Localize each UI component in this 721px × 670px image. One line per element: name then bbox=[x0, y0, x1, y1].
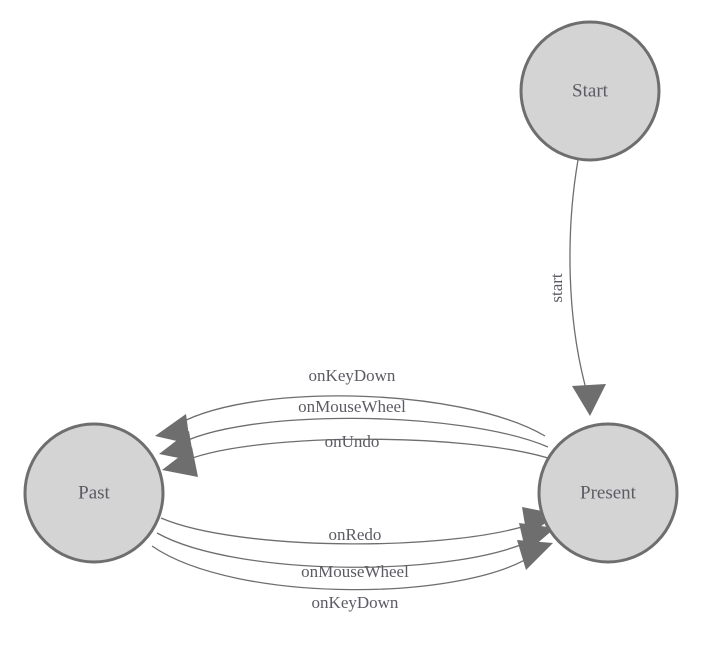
edge-label-present-past-3: onUndo bbox=[325, 432, 380, 451]
arrowhead-present-past-1 bbox=[155, 414, 190, 444]
edge-label-past-present-3: onKeyDown bbox=[312, 593, 399, 612]
edge-path-start-present bbox=[569, 159, 589, 397]
node-start-circle bbox=[519, 20, 661, 162]
node-start[interactable]: Start bbox=[519, 20, 661, 162]
arrowhead-past-present-3 bbox=[517, 540, 553, 570]
node-present[interactable]: Present bbox=[537, 422, 679, 564]
edge-label-present-past-1: onKeyDown bbox=[309, 366, 396, 385]
edge-label-past-present-1: onRedo bbox=[329, 525, 382, 544]
edge-label-start: start bbox=[547, 273, 566, 303]
edge-path-present-past-1 bbox=[171, 395, 546, 437]
node-past-circle bbox=[23, 422, 165, 564]
edge-present-to-past-onkeydown[interactable]: onKeyDown bbox=[155, 366, 546, 444]
arrowhead-present-past-3 bbox=[162, 447, 198, 477]
edge-label-present-past-2: onMouseWheel bbox=[298, 397, 406, 416]
node-past[interactable]: Past bbox=[23, 422, 165, 564]
edge-present-to-past-onundo[interactable]: onUndo bbox=[162, 432, 552, 477]
node-start-label: Start bbox=[572, 80, 609, 101]
node-past-label: Past bbox=[78, 482, 110, 503]
node-present-label: Present bbox=[580, 482, 637, 503]
node-present-circle bbox=[537, 422, 679, 564]
edge-path-present-past-3 bbox=[179, 438, 552, 464]
edge-start-to-present[interactable]: start bbox=[547, 159, 606, 416]
edge-path-present-past-2 bbox=[175, 417, 549, 448]
edge-label-past-present-2: onMouseWheel bbox=[301, 562, 409, 581]
edge-path-past-present-2 bbox=[156, 532, 539, 568]
edge-past-to-present-onredo[interactable]: onRedo bbox=[160, 507, 557, 545]
edge-path-past-present-3 bbox=[151, 545, 537, 591]
arrowhead-start-present bbox=[572, 384, 606, 416]
edge-path-past-present-1 bbox=[160, 517, 541, 545]
edge-past-to-present-onkeydown[interactable]: onKeyDown bbox=[151, 540, 553, 612]
